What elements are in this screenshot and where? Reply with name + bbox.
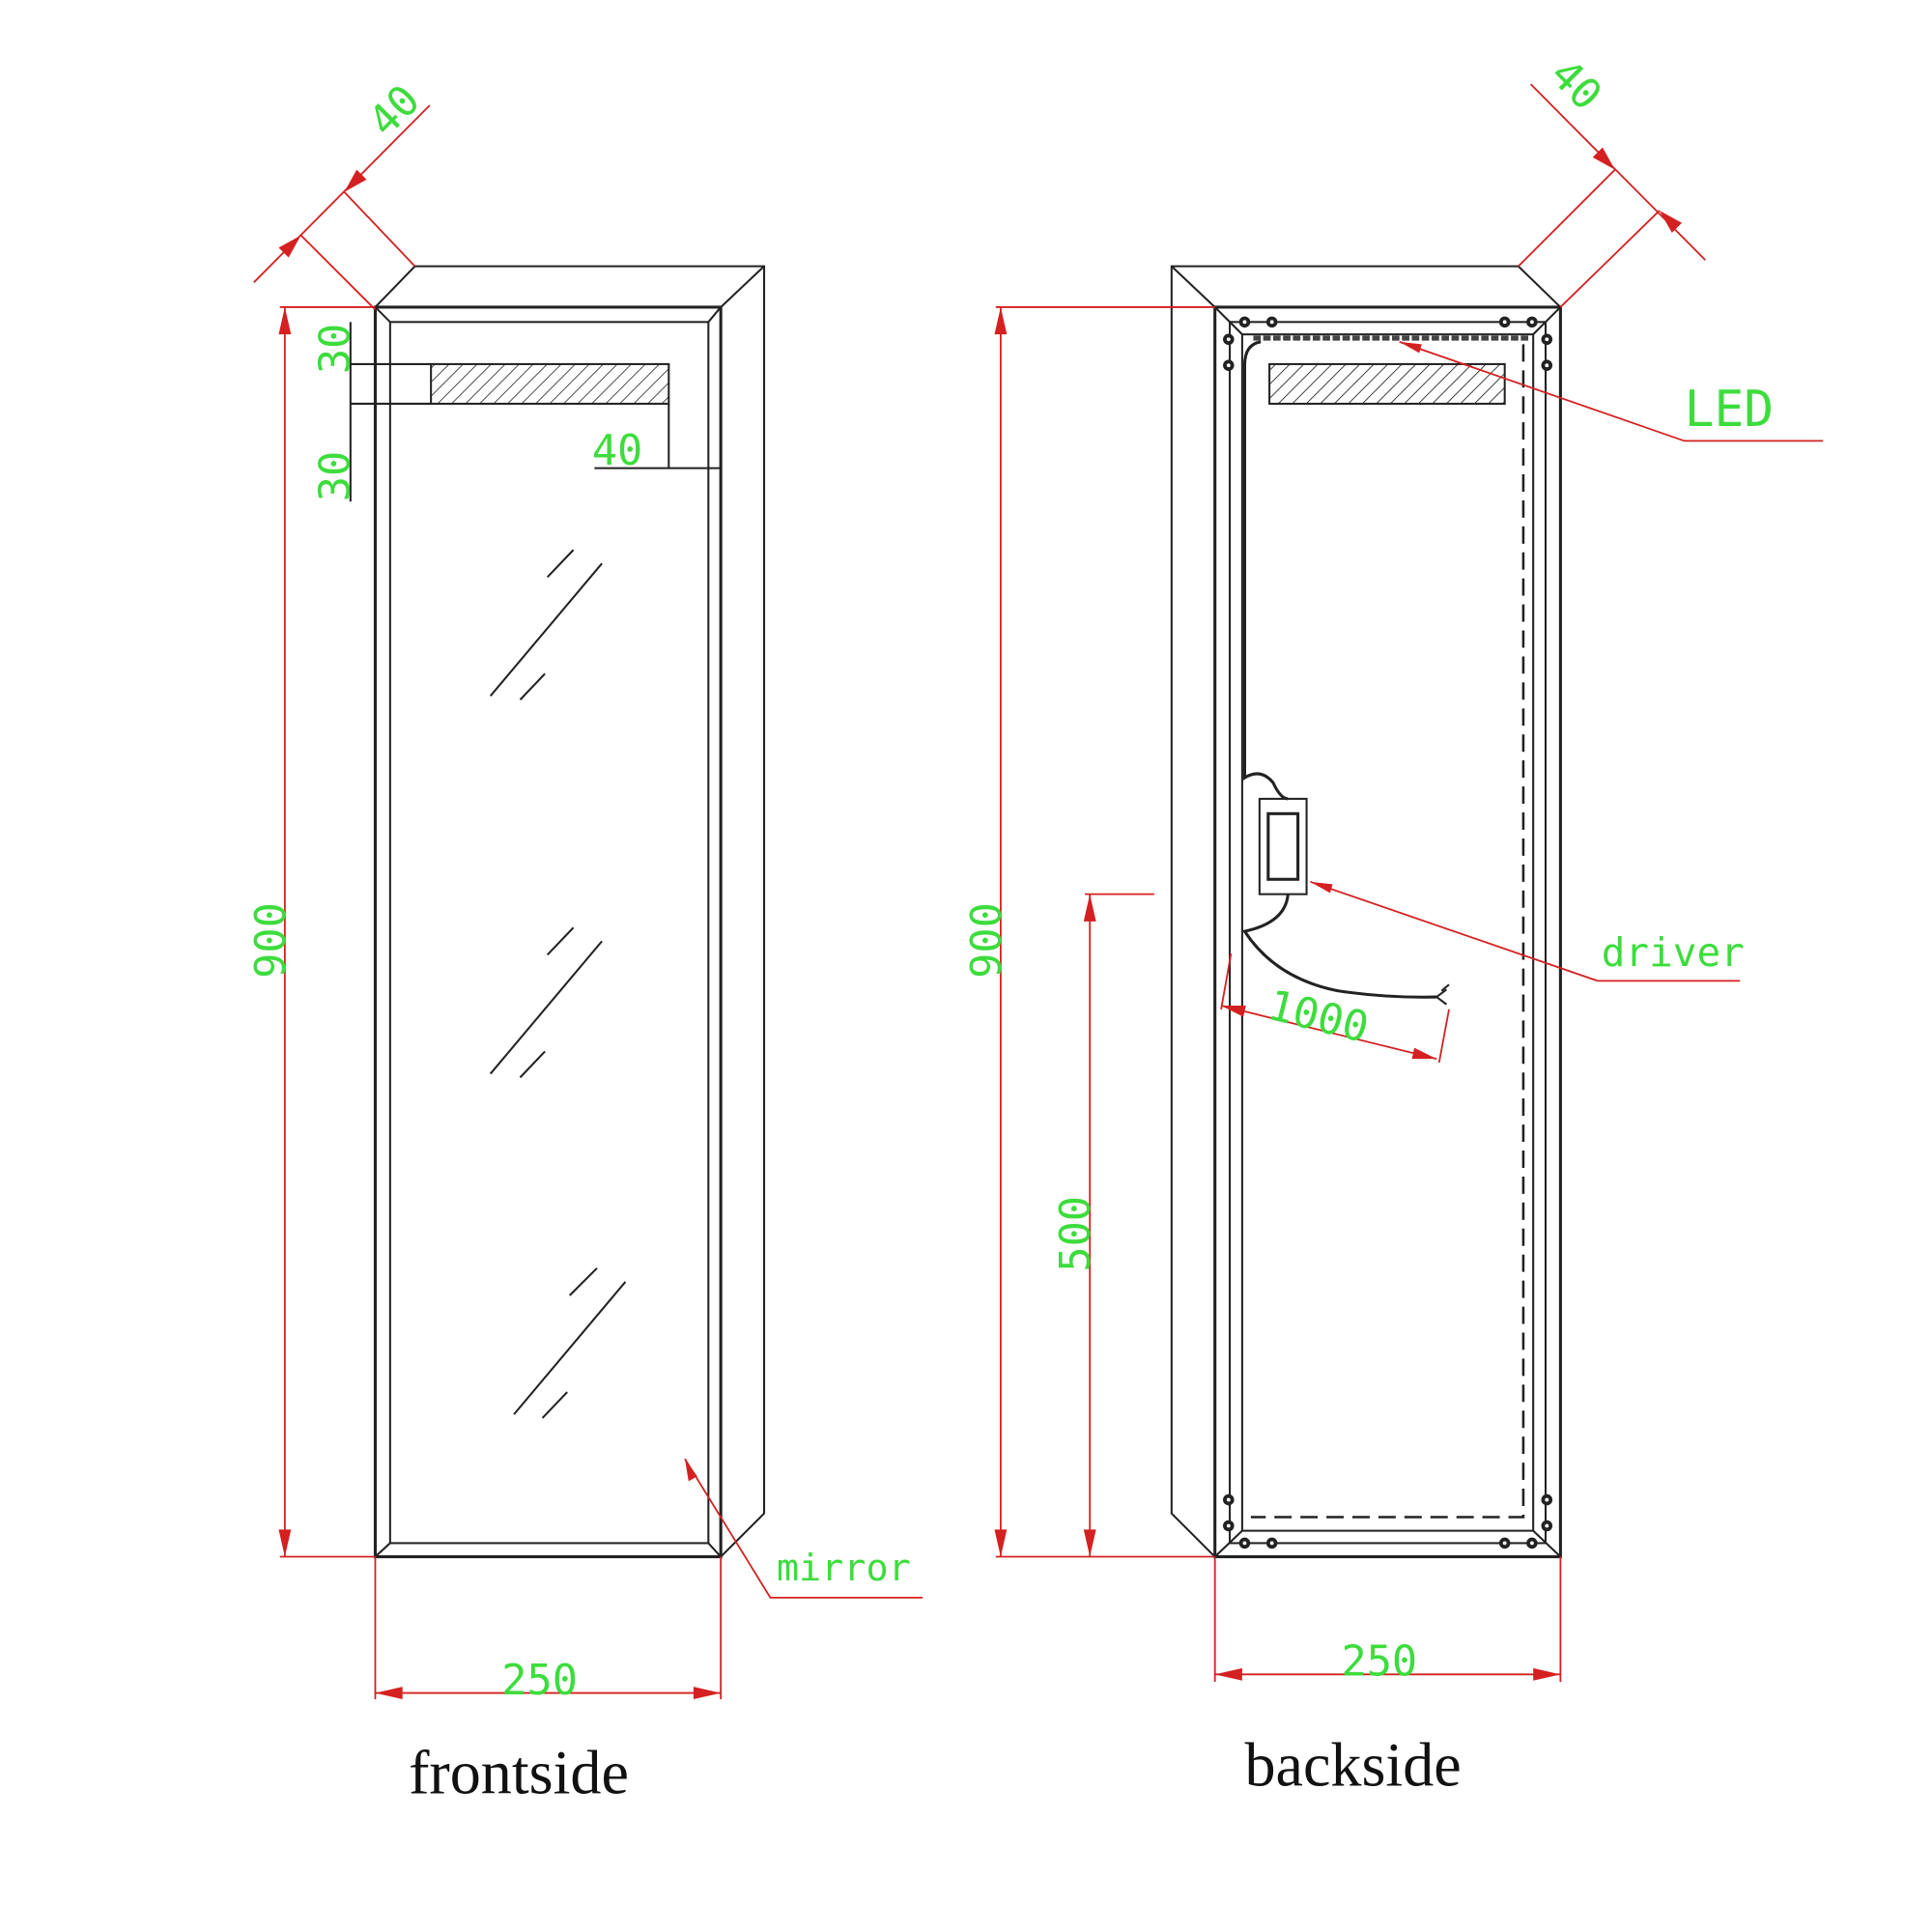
front-depth-label: 40: [359, 76, 429, 146]
driver-label: driver: [1602, 929, 1745, 976]
front-view: 40 900 250 30 30 40 mirror frontside: [247, 76, 923, 1806]
power-cable: [1241, 340, 1437, 999]
driver-height-label: 500: [1052, 1196, 1100, 1272]
back-height-label: 900: [963, 902, 1011, 979]
frontside-caption: frontside: [409, 1738, 629, 1806]
driver-box: [1258, 797, 1308, 895]
back-dimensions: 40 900 500 250 1000 LED driver: [963, 50, 1824, 1687]
back-mirror-body: [1170, 265, 1562, 1559]
back-led-zone: [1268, 362, 1506, 405]
front-height-label: 900: [247, 902, 296, 979]
front-dimensions: 40 900 250 30 30 40 mirror: [247, 76, 923, 1705]
front-led-side-label: 40: [592, 427, 642, 475]
back-view: 40 900 500 250 1000 LED driver backside: [963, 50, 1824, 1800]
front-led-zone: [430, 362, 670, 405]
back-width-label: 250: [1341, 1638, 1417, 1687]
front-width-label: 250: [501, 1657, 578, 1705]
front-mirror-body: [373, 265, 766, 1559]
led-label: LED: [1685, 381, 1775, 439]
mirror-label: mirror: [777, 1547, 911, 1590]
screws: [1223, 316, 1553, 1549]
front-led-height-label: 30: [312, 451, 360, 501]
backside-caption: backside: [1244, 1731, 1461, 1800]
glass-reflection-marks: [489, 549, 627, 1419]
back-depth-label: 40: [1541, 50, 1610, 120]
led-strip-outline: [1250, 344, 1525, 1519]
front-top-margin-label: 30: [312, 324, 360, 374]
